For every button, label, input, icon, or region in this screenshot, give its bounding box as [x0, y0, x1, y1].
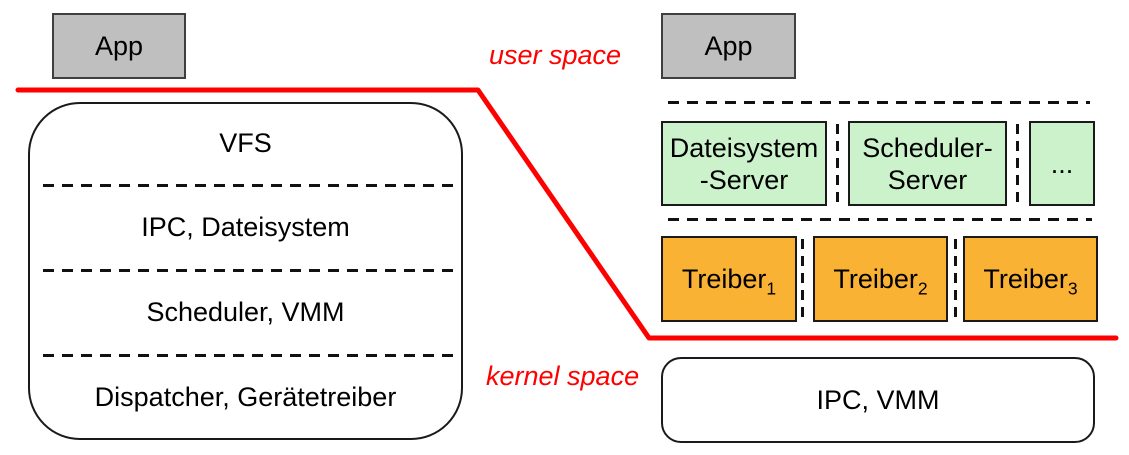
server-label-line1: Scheduler- [862, 132, 993, 163]
app-box-monolithic: App [52, 13, 186, 79]
driver-label: Treiber2 [833, 263, 928, 299]
driver-label-base: Treiber [833, 264, 918, 294]
driver-box-1: Treiber1 [661, 236, 797, 322]
microkernel-label: IPC, VMM [816, 385, 940, 415]
server-label: Dateisystem -Server [670, 132, 819, 196]
app-box-microkernel: App [661, 13, 796, 79]
dashed-divider [43, 184, 455, 187]
driver-box-3: Treiber3 [963, 236, 1098, 322]
layer-label: IPC, Dateisystem [141, 212, 350, 242]
dashed-divider [668, 218, 1092, 221]
driver-label-subscript: 3 [1067, 278, 1078, 299]
server-label-line2: -Server [699, 164, 789, 195]
app-label: App [94, 31, 144, 61]
layer-label: VFS [219, 128, 272, 158]
driver-label: Treiber3 [983, 263, 1078, 299]
layer-dispatcher-geraetetreiber: Dispatcher, Gerätetreiber [28, 355, 463, 440]
server-box-more: ... [1029, 121, 1095, 206]
layer-label: Scheduler, VMM [146, 297, 345, 327]
dashed-separator [954, 239, 957, 319]
server-label: Scheduler- Server [862, 132, 993, 196]
app-label: App [704, 31, 753, 61]
server-box-scheduler: Scheduler- Server [848, 121, 1007, 206]
server-label: ... [1050, 148, 1074, 179]
dashed-separator [836, 124, 839, 204]
layer-label: Dispatcher, Gerätetreiber [94, 382, 397, 412]
driver-label: Treiber1 [681, 263, 777, 299]
dashed-separator [801, 239, 804, 319]
layer-scheduler-vmm: Scheduler, VMM [28, 270, 463, 355]
driver-label-base: Treiber [983, 264, 1068, 294]
driver-label-subscript: 1 [766, 278, 777, 299]
dashed-separator [1016, 124, 1019, 204]
user-space-label: user space [489, 40, 622, 70]
dashed-divider [43, 354, 455, 357]
server-label-line1: Dateisystem [669, 132, 819, 163]
driver-label-base: Treiber [681, 264, 767, 294]
dashed-divider [668, 101, 1090, 104]
layer-vfs: VFS [28, 102, 463, 185]
microkernel-box-ipc-vmm: IPC, VMM [661, 357, 1095, 443]
server-box-dateisystem: Dateisystem -Server [661, 121, 827, 206]
layer-ipc-dateisystem: IPC, Dateisystem [28, 185, 463, 270]
dashed-divider [43, 269, 455, 272]
server-label-line2: Server [887, 164, 968, 195]
driver-label-subscript: 2 [917, 278, 928, 299]
driver-box-2: Treiber2 [813, 236, 948, 322]
kernel-space-label: kernel space [486, 361, 640, 391]
boundary-polyline [15, 87, 1119, 341]
